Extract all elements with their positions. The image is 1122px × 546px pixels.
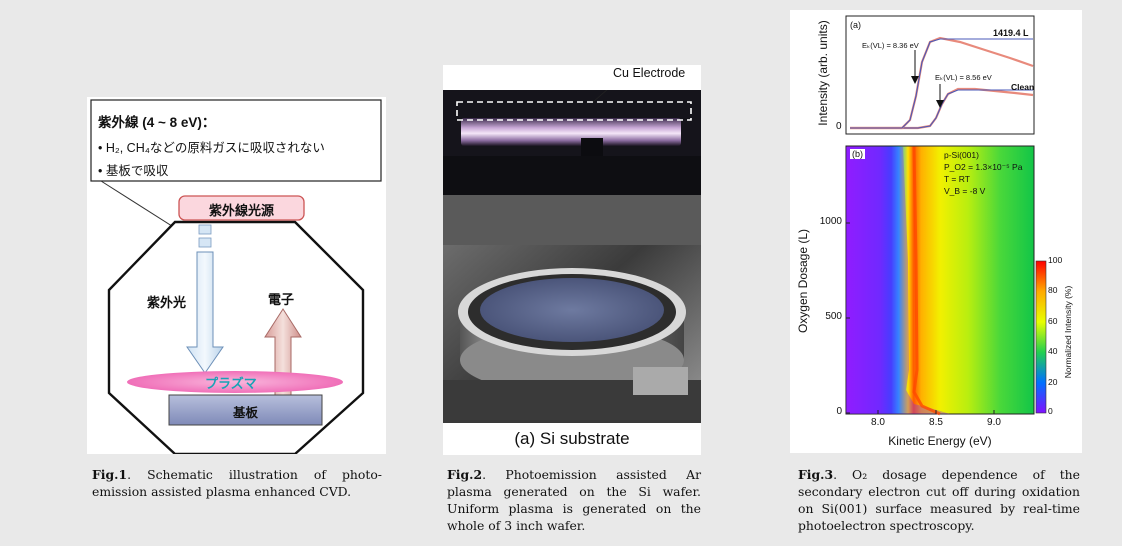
note-box: [90, 99, 382, 182]
ev-top-label: Eₖ(VL) = 8.36 eV: [862, 41, 919, 50]
label-clean: Clean: [1011, 82, 1035, 92]
cbar-tick-0: 0: [1048, 406, 1053, 416]
fig1-caption-label: Fig.1: [92, 467, 128, 482]
ev-bottom-label: Eₖ(VL) = 8.56 eV: [935, 73, 992, 82]
electrode-label: Cu Electrode: [613, 66, 686, 80]
ylabel-a: Intensity (arb. units): [816, 20, 830, 126]
y-tick-b-500: 500: [825, 311, 842, 322]
x-tick-9-0: 9.0: [987, 417, 1001, 428]
fig1-caption-text: . Schematic illustration of photo-emissi…: [92, 467, 382, 499]
uv-source-label: 紫外線光源: [208, 203, 274, 218]
plasma-ellipse: [127, 371, 343, 393]
panel-b-label: (b): [850, 149, 865, 159]
fig1-panel: 紫外線 (4 ~ 8 eV)： • H₂, CH₄などの原料ガスに吸収されない …: [87, 97, 386, 456]
info-box: p-Si(001) P_O2 = 1.3×10⁻⁵ Pa T = RT V_B …: [944, 149, 1022, 197]
cbar-tick-100: 100: [1048, 255, 1063, 265]
note-line-1: • H₂, CH₄などの原料ガスに吸収されない: [98, 141, 325, 155]
info-pressure: P_O2 = 1.3×10⁻⁵ Pa: [944, 162, 1023, 172]
cbar-tick-80: 80: [1048, 285, 1058, 295]
uv-label: 紫外光: [147, 295, 187, 310]
fig3-panel: (a) 1419.4 L Clean Eₖ(VL) = 8.36 eV Eₖ(V…: [790, 10, 1082, 453]
info-temperature: T = RT: [944, 174, 970, 184]
colorbar: [1035, 260, 1047, 414]
plasma-label: プラズマ: [205, 376, 257, 391]
substrate-label: 基板: [232, 406, 258, 420]
label-1419: 1419.4 L: [993, 28, 1029, 38]
fig3-caption-text: . O₂ dosage dependence of the secondary …: [798, 467, 1080, 533]
wafer-photo: [443, 195, 701, 423]
cbar-tick-40: 40: [1048, 346, 1058, 356]
x-tick-8-5: 8.5: [929, 417, 943, 428]
cbar-tick-20: 20: [1048, 377, 1058, 387]
y-tick-a-zero: 0: [836, 121, 842, 132]
fig3-figure: [845, 15, 1047, 416]
info-bias: V_B = -8 V: [944, 186, 986, 196]
electron-label: 電子: [268, 292, 295, 307]
substrate-caption: (a) Si substrate: [514, 429, 630, 448]
electrode-dashed-box: [456, 101, 692, 121]
note-title: 紫外線 (4 ~ 8 eV)：: [98, 115, 216, 130]
fig3-caption-label: Fig.3: [798, 467, 834, 482]
y-tick-b-0: 0: [836, 406, 842, 417]
fig3-caption: Fig.3. O₂ dosage dependence of the secon…: [798, 466, 1080, 534]
uv-source-box: [178, 195, 305, 221]
fig1-caption: Fig.1. Schematic illustration of photo-e…: [92, 466, 382, 500]
fig2-caption-label: Fig.2: [447, 467, 483, 482]
x-tick-8-0: 8.0: [871, 417, 885, 428]
ylabel-b: Oxygen Dosage (L): [796, 228, 810, 334]
note-line-2: • 基板で吸収: [98, 164, 169, 178]
fig2-caption-text: . Photoemission assisted Ar plasma gener…: [447, 467, 701, 533]
fig2-panel: Cu Electrode (a) Si substrate: [443, 65, 701, 455]
panel-a-label: (a): [850, 20, 861, 30]
fig1-schematic: [90, 99, 382, 456]
fig2-caption: Fig.2. Photoemission assisted Ar plasma …: [447, 466, 701, 534]
uv-arrow: [186, 251, 224, 374]
xlabel: Kinetic Energy (eV): [888, 434, 992, 448]
colorbar-label: Normalized Intensity (%): [1063, 285, 1073, 379]
info-sample: p-Si(001): [944, 150, 979, 160]
substrate-block: [168, 394, 323, 426]
cbar-tick-60: 60: [1048, 316, 1058, 326]
y-tick-b-1000: 1000: [819, 216, 842, 227]
plasma-photo: [443, 90, 701, 202]
